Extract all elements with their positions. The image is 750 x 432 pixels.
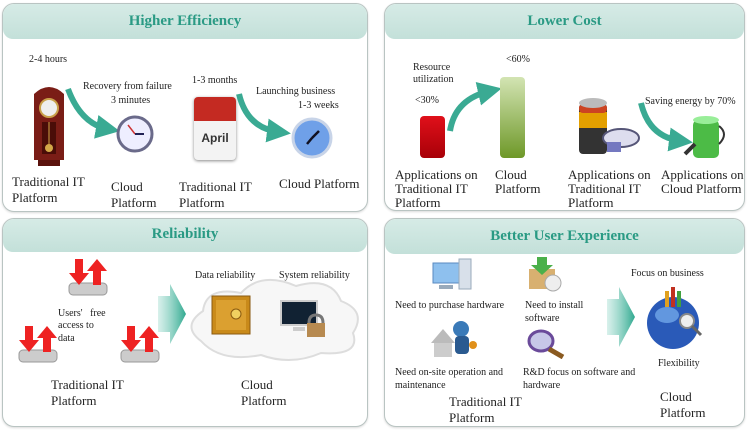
globe-icon [647,287,703,349]
label-data-reliability: Data reliability [195,270,256,281]
caption: Platform [660,405,706,420]
panel-title: Higher Efficiency [3,4,367,39]
clock-icon [291,117,333,159]
data-transfer-disk-icon [68,259,108,296]
label-saving-energy: Saving energy by 70% [645,96,736,107]
arrow-icon [447,81,502,132]
calendar-month: April [201,131,229,145]
caption: Platform [568,195,614,210]
panel-lower-cost: Lower Cost Resource utilization <30% <60… [384,3,745,211]
label-launching-business: Launching business [256,86,336,97]
label-3-minutes: 3 minutes [111,95,151,106]
bar-cloud [500,77,525,158]
panel-title: Lower Cost [385,4,744,39]
caption: Cloud [241,377,273,392]
label-1-3-weeks: 1-3 weeks [298,100,339,111]
arrow-icon [65,87,120,139]
caption: Cloud [111,179,143,194]
label-focus-business: Focus on business [631,268,704,279]
panel-higher-efficiency: Higher Efficiency 2-4 hours Recovery fro… [2,3,368,212]
caption: Applications on [661,167,744,182]
cloud-icon [190,278,359,361]
caption: Platform [12,190,58,205]
caption: Cloud [495,167,527,182]
arrow-icon [638,102,693,152]
label-1-3-months: 1-3 months [192,75,238,86]
caption: Platform [51,393,97,408]
label-users-access: Users' free [58,308,106,319]
label-install-software: Need to install [525,300,584,311]
label-users-access: access to [58,320,94,331]
label-purchase-hardware: Need to purchase hardware [395,300,505,311]
caption: Traditional IT [395,181,468,196]
panel-better-user-experience: Better User Experience Need to purchase … [384,218,745,427]
caption: Applications on [395,167,478,182]
caption: Platform [241,393,287,408]
caption: Cloud [660,389,692,404]
panel-title: Better User Experience [385,219,744,254]
caption: Traditional IT [449,394,522,409]
caption: Platform [395,195,441,210]
label-rnd-focus: R&D focus on software and [523,367,636,378]
data-transfer-disk-icon [120,326,160,363]
label-utilization: utilization [413,74,454,85]
locked-monitor-icon [280,300,325,337]
caption: Traditional IT [568,181,641,196]
label-2-4-hours: 2-4 hours [29,54,68,65]
label-users-access: data [58,333,75,344]
computer-icon [432,258,472,290]
label-system-reliability: System reliability [279,270,350,281]
caption: Cloud Platform [661,181,742,196]
data-transfer-disk-icon [18,326,58,363]
label-onsite-operation: maintenance [395,380,446,391]
safe-icon [211,295,251,335]
arrow-icon [607,287,635,347]
magnifier-icon [527,329,565,359]
bar-traditional [420,116,445,158]
green-battery-icon [683,116,725,158]
label-flexibility: Flexibility [658,358,700,369]
maintenance-person-icon [431,321,477,357]
caption: Platform [495,181,541,196]
label-install-software: software [525,313,560,324]
label-60-percent: <60% [506,54,530,65]
label-resource: Resource [413,62,451,73]
arrow-icon [236,93,291,143]
label-rnd-focus: hardware [523,380,561,391]
clock-icon [116,115,154,153]
caption: Platform [111,195,157,210]
pendulum-clock-icon [34,87,64,166]
panel-reliability: Reliability Users' free access to data D… [2,218,368,427]
caption: Applications on [568,167,651,182]
caption: Cloud Platform [279,176,360,191]
caption: Traditional IT [179,179,252,194]
panel-title: Reliability [3,219,367,252]
software-install-icon [529,257,562,292]
label-30-percent: <30% [415,95,439,106]
caption: Platform [179,195,225,210]
calendar-icon: April [194,97,236,160]
caption: Traditional IT [51,377,124,392]
caption: Traditional IT [12,174,85,189]
label-onsite-operation: Need on-site operation and [395,367,504,378]
arrow-icon [158,284,186,344]
caption: Platform [449,410,495,425]
label-recovery: Recovery from failure [83,81,172,92]
battery-plug-icon [579,98,640,154]
